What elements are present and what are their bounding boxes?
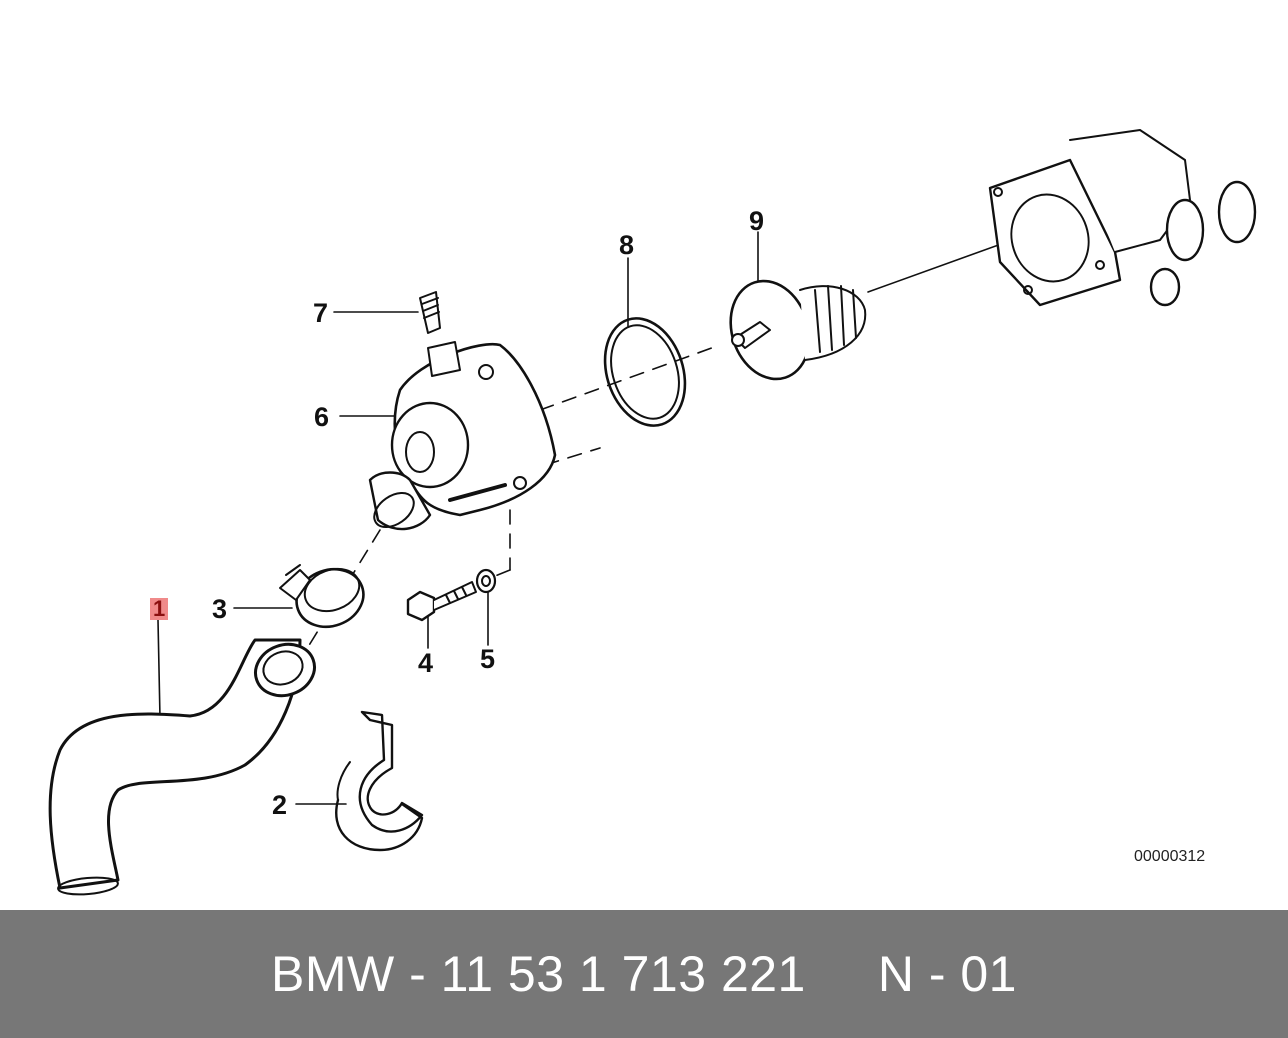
- drawing-number: 00000312: [1134, 848, 1206, 865]
- callout-3: 3: [212, 594, 228, 624]
- bolt-part-4: [406, 581, 477, 622]
- callout-9: 9: [749, 206, 765, 236]
- callout-8: 8: [619, 230, 635, 260]
- thermostat-cover-part-6: [368, 341, 557, 531]
- bleed-screw-part-7: [419, 291, 441, 334]
- thermostat-part-9: [729, 279, 867, 381]
- leader-lines: [157, 231, 759, 805]
- part-number-caption: BMW - 11 53 1 713 221 N - 01: [271, 946, 1017, 1002]
- bracket-clip-part-2: [335, 710, 424, 852]
- footer-bar: BMW - 11 53 1 713 221 N - 01: [0, 910, 1288, 1038]
- callout-7: 7: [313, 298, 329, 328]
- hose-clamp-part-3: [279, 564, 365, 629]
- callout-2: 2: [272, 790, 288, 820]
- coolant-hose-part-1: [48, 638, 316, 896]
- callout-4: 4: [418, 648, 434, 678]
- engine-housing: [988, 129, 1257, 307]
- callout-5: 5: [480, 644, 496, 674]
- washer-part-5: [475, 568, 497, 594]
- callout-6: 6: [314, 402, 330, 432]
- sealing-ring-part-8: [603, 317, 687, 427]
- callout-1: 1: [150, 598, 169, 620]
- parts-diagram: [48, 129, 1257, 896]
